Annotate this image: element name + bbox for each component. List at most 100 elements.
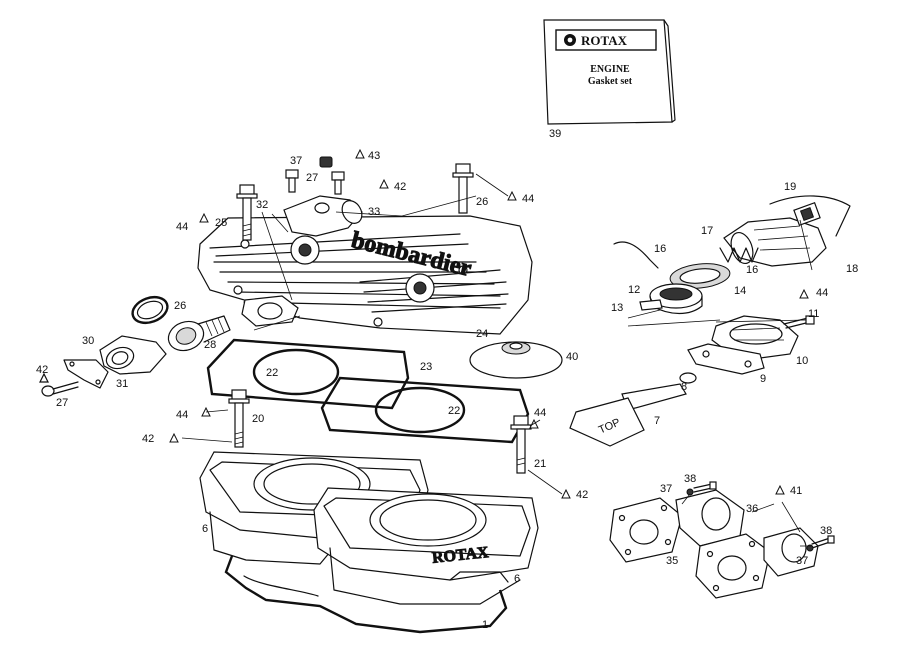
callout-21: 21 [534,458,546,470]
leader-lines [181,173,813,547]
callout-18: 18 [846,263,858,275]
ring-8 [679,372,697,384]
sealant-drops [169,148,809,499]
callout-19: 19 [784,181,796,193]
thermostat-housing-30 [99,335,167,375]
callout-11: 11 [808,308,819,320]
head-bolt-26 [452,163,474,214]
washers-37 [686,488,814,552]
callout-12: 12 [628,284,640,296]
callout-40: 40 [566,351,578,363]
gasket-9 [687,343,765,375]
callout-25: 25 [215,217,227,229]
callout-22a: 22 [266,367,278,379]
leader-lines-13 [627,309,807,327]
callout-1: 1 [482,619,488,631]
booklet-brand: ROTAX [581,33,628,48]
callout-35: 35 [666,555,678,567]
thermostat-28 [167,315,231,352]
callout-39: 39 [549,128,561,140]
callout-31: 31 [116,378,128,390]
callout-44b: 44 [522,193,534,205]
callout-14: 14 [734,285,746,297]
cap-nut-37 [319,156,333,168]
screw-27-left [41,381,79,397]
callout-22b: 22 [448,405,460,417]
callout-33: 33 [368,206,380,218]
callout-44c: 44 [816,287,828,299]
callout-32: 32 [256,199,268,211]
cover-40 [469,341,563,379]
cap-18 [793,201,821,227]
callout-43: 43 [368,150,380,162]
cylinder-head: bombardier [197,215,533,335]
callout-44a: 44 [176,221,188,233]
diaphragm-14 [669,263,731,289]
callout-37c: 37 [796,555,808,567]
callout-44e: 44 [534,407,546,419]
booklet-title-line2: Gasket set [588,76,633,87]
callout-42c: 42 [142,433,154,445]
spring-clip-19 [769,195,851,237]
callout-44d: 44 [176,409,188,421]
callout-42d: 42 [576,489,588,501]
cylinder-bolt-21 [510,415,532,474]
callout-36: 36 [746,503,758,515]
callout-16b: 16 [746,264,758,276]
callout-17: 17 [701,225,713,237]
base-gasket [224,555,508,634]
callout-42b: 42 [36,364,48,376]
callout-37b: 37 [660,483,672,495]
head-bolt-25 [236,184,258,241]
head-gasket-left [206,338,410,410]
callout-38a: 38 [684,473,696,485]
cylinder-bolt-20 [228,389,250,448]
spring-16-lower [613,241,659,269]
rotax-gear-icon [564,34,576,46]
callout-labels: 1 6 6 7 8 9 10 11 12 13 14 16 16 17 18 1… [36,150,858,631]
callout-8: 8 [681,381,687,393]
screws-38 [693,481,835,549]
cylinder-right: ROTAX [313,487,539,605]
callout-27b: 27 [56,397,68,409]
cylinder-cast-lettering: ROTAX [431,544,490,567]
rotax-logo-box [555,29,657,51]
oring-26 [131,295,169,325]
callout-26a: 26 [476,196,488,208]
callout-28: 28 [204,339,216,351]
callout-10: 10 [796,355,808,367]
callout-41: 41 [790,485,802,497]
callout-16a: 16 [654,243,666,255]
callout-20: 20 [252,413,264,425]
callout-23: 23 [420,361,432,373]
washer-42-left [39,372,49,383]
valve-housing-10 [711,315,799,359]
callout-24: 24 [476,328,488,340]
head-gasket-right [320,376,530,444]
callout-7: 7 [654,415,660,427]
callout-38b: 38 [820,525,832,537]
bracket-31 [63,359,109,389]
adapter-35-right [695,533,771,599]
water-outlet-elbow [283,195,363,237]
piston-12 [649,283,703,315]
seal-13 [639,299,663,311]
callout-27a: 27 [306,172,318,184]
adapter-36-right [763,527,819,577]
spring-16-upper [719,247,759,263]
callout-26b: 26 [174,300,186,312]
exhaust-valve-7: TOP [569,383,687,447]
callout-6b: 6 [514,573,520,585]
callout-13: 13 [611,302,623,314]
adapter-36-left [675,489,745,547]
callout-6a: 6 [202,523,208,535]
adapter-35-left [609,497,683,563]
callout-30: 30 [82,335,94,347]
elbow-bolts-27 [285,169,345,195]
booklet-title-line1: ENGINE [590,64,630,75]
callout-37a: 37 [290,155,302,167]
callout-42a: 42 [394,181,406,193]
gasket-set-booklet: ROTAX ENGINE Gasket set [543,19,676,125]
callout-9: 9 [760,373,766,385]
